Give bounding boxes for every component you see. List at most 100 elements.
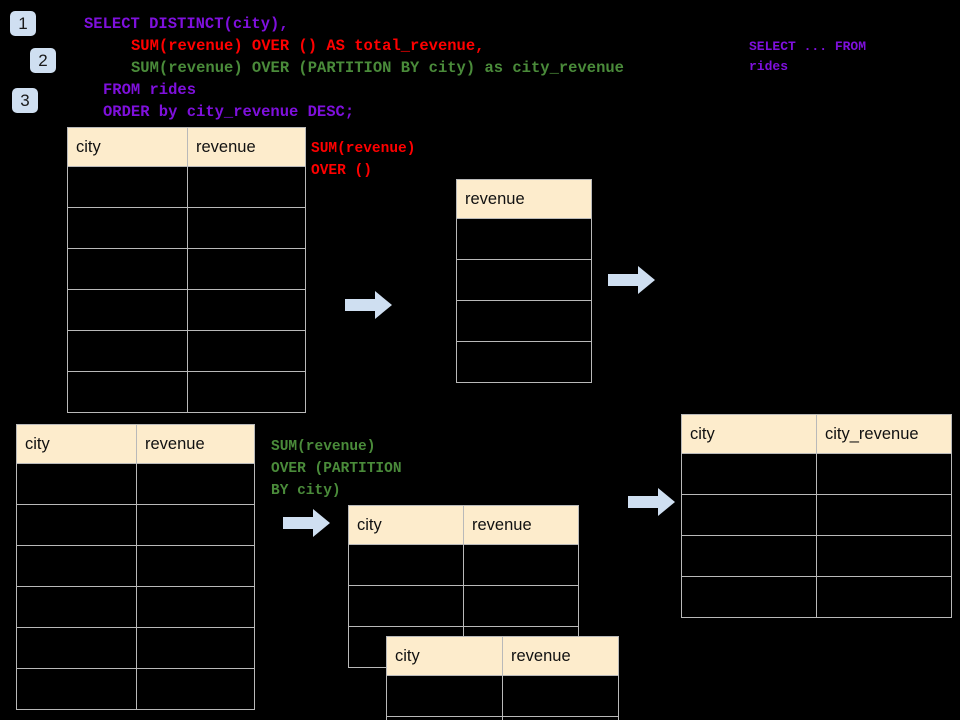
column-header-revenue: revenue xyxy=(502,636,619,676)
cell-revenue xyxy=(136,586,255,628)
cell-city xyxy=(386,716,503,720)
table-row xyxy=(67,371,306,413)
cell-revenue xyxy=(187,289,306,331)
column-header-city: city xyxy=(386,636,503,676)
cell-city xyxy=(67,330,188,372)
cell-revenue xyxy=(187,371,306,413)
table-row xyxy=(456,300,592,342)
table-row xyxy=(386,675,619,717)
sql-line-sum-over-partition: SUM(revenue) OVER (PARTITION BY city) as… xyxy=(131,59,624,77)
cell-revenue xyxy=(187,330,306,372)
total-revenue-table: revenue xyxy=(456,179,592,383)
cell-revenue xyxy=(463,585,579,627)
column-header-revenue: revenue xyxy=(187,127,306,167)
cell-city xyxy=(16,504,137,546)
cell-revenue xyxy=(187,248,306,290)
cell-city xyxy=(67,248,188,290)
cell-revenue xyxy=(136,668,255,710)
cell-revenue xyxy=(136,627,255,669)
cell-city xyxy=(681,576,817,618)
cell-city xyxy=(67,289,188,331)
cell-revenue xyxy=(456,300,592,342)
cell-city xyxy=(681,494,817,536)
table-row xyxy=(67,166,306,208)
cell-revenue xyxy=(136,463,255,505)
rides-source-table-bottom: city revenue xyxy=(16,424,255,710)
arrow-total-to-result-icon xyxy=(608,266,655,294)
column-header-revenue: revenue xyxy=(463,505,579,545)
column-header-city: city xyxy=(16,424,137,464)
sql-line-sum-over-empty: SUM(revenue) OVER () AS total_revenue, xyxy=(131,37,485,55)
table-row xyxy=(16,463,255,505)
sql-line-order-by: ORDER by city_revenue DESC; xyxy=(103,103,355,121)
cell-city xyxy=(348,585,464,627)
column-header-city-revenue: city_revenue xyxy=(816,414,952,454)
cell-revenue xyxy=(502,675,619,717)
cell-city xyxy=(386,675,503,717)
cell-city-revenue xyxy=(816,453,952,495)
column-header-city: city xyxy=(348,505,464,545)
cell-city-revenue xyxy=(816,535,952,577)
cell-revenue xyxy=(456,218,592,260)
step-badge-1: 1 xyxy=(10,11,36,36)
step-badge-1-label: 1 xyxy=(18,14,28,33)
cell-city xyxy=(67,207,188,249)
arrow-source-to-total-icon xyxy=(345,291,392,319)
cell-revenue xyxy=(187,207,306,249)
table-header-row: city revenue xyxy=(386,636,619,676)
sql-line-from-rides: FROM rides xyxy=(103,81,197,99)
step-badge-2-label: 2 xyxy=(38,51,48,70)
table-row xyxy=(67,248,306,290)
cell-revenue xyxy=(463,544,579,586)
table-row xyxy=(67,330,306,372)
table-row xyxy=(456,341,592,383)
table-row xyxy=(386,716,619,720)
table-header-row: city revenue xyxy=(348,505,579,545)
cell-revenue xyxy=(456,341,592,383)
table-row xyxy=(16,545,255,587)
cell-city xyxy=(16,668,137,710)
column-header-city: city xyxy=(681,414,817,454)
table-row xyxy=(681,535,952,577)
sql-line-select-distinct: SELECT DISTINCT(city), xyxy=(84,15,289,33)
cell-city xyxy=(16,586,137,628)
cell-city xyxy=(681,453,817,495)
table-row xyxy=(681,453,952,495)
partition-group-table-front: city revenue xyxy=(386,636,619,720)
table-row xyxy=(681,576,952,618)
table-row xyxy=(681,494,952,536)
cell-city xyxy=(681,535,817,577)
cell-city-revenue xyxy=(816,494,952,536)
table-row xyxy=(16,586,255,628)
cell-revenue xyxy=(136,545,255,587)
table-row xyxy=(16,668,255,710)
table-row xyxy=(67,289,306,331)
table-header-row: city revenue xyxy=(67,127,306,167)
cell-revenue xyxy=(502,716,619,720)
step-badge-3-label: 3 xyxy=(20,91,30,110)
cell-revenue xyxy=(187,166,306,208)
rides-source-table-top: city revenue xyxy=(67,127,306,413)
cell-city xyxy=(16,545,137,587)
arrow-partition-to-result-icon xyxy=(628,488,675,516)
cell-city xyxy=(16,463,137,505)
table-row xyxy=(456,259,592,301)
sum-over-empty-note: SUM(revenue) OVER () xyxy=(311,141,416,179)
step-badge-2: 2 xyxy=(30,48,56,73)
column-header-revenue: revenue xyxy=(136,424,255,464)
cell-revenue xyxy=(136,504,255,546)
cell-city-revenue xyxy=(816,576,952,618)
cell-city xyxy=(348,544,464,586)
step-badge-3: 3 xyxy=(12,88,38,113)
cell-city xyxy=(67,371,188,413)
table-header-row: city city_revenue xyxy=(681,414,952,454)
table-row xyxy=(16,627,255,669)
table-header-row: revenue xyxy=(456,179,592,219)
table-row xyxy=(16,504,255,546)
select-from-rides-note: SELECT ... FROM rides xyxy=(749,39,867,74)
final-result-table: city city_revenue xyxy=(681,414,952,618)
column-header-revenue: revenue xyxy=(456,179,592,219)
arrow-source-to-partition-icon xyxy=(283,509,330,537)
cell-revenue xyxy=(456,259,592,301)
